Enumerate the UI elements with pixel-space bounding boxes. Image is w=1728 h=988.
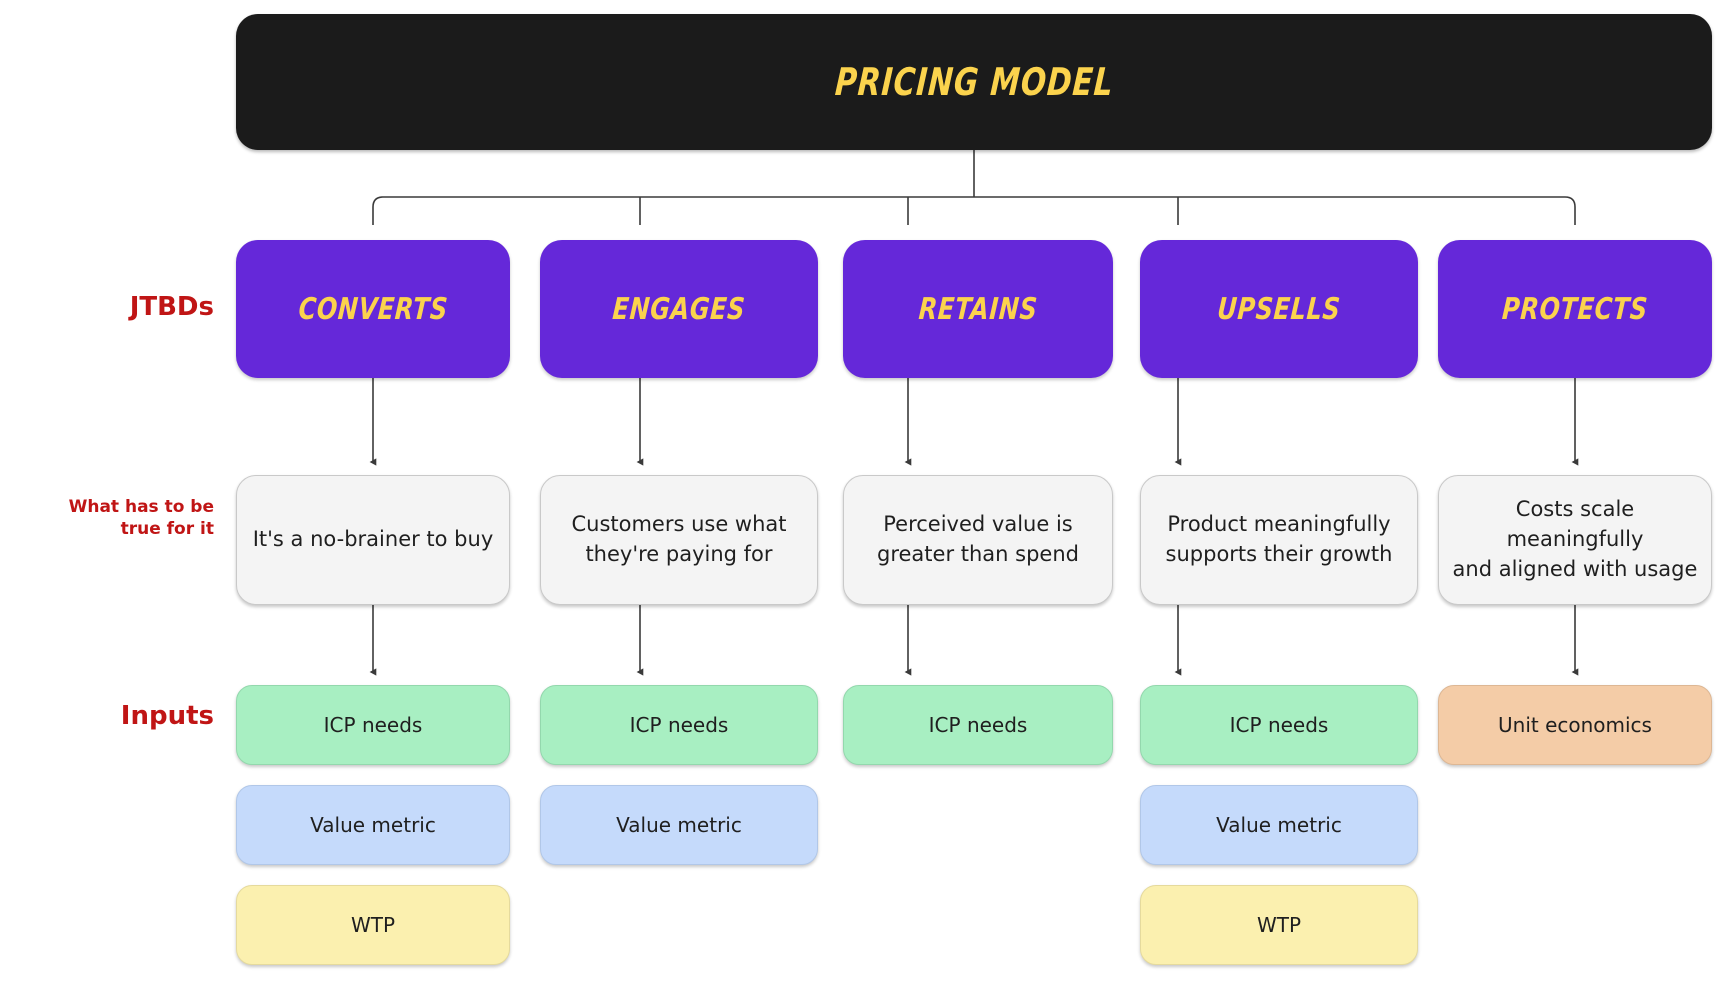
input-box-protects-unit-economics[interactable]: Unit economics xyxy=(1438,685,1712,765)
input-box-converts-icp-needs[interactable]: ICP needs xyxy=(236,685,510,765)
input-label: WTP xyxy=(350,913,396,937)
input-label: WTP xyxy=(1256,913,1302,937)
truth-label: Product meaningfully supports their grow… xyxy=(1156,510,1403,570)
jtbd-label: CONVERTS xyxy=(297,291,449,327)
row-label-line-1: What has to be xyxy=(68,497,214,517)
truth-line-1: Costs scale meaningfully xyxy=(1506,497,1644,552)
input-box-converts-value-metric[interactable]: Value metric xyxy=(236,785,510,865)
input-box-upsells-wtp[interactable]: WTP xyxy=(1140,885,1418,965)
truth-line-1: Customers use what xyxy=(571,512,787,537)
input-box-upsells-value-metric[interactable]: Value metric xyxy=(1140,785,1418,865)
input-label: ICP needs xyxy=(928,713,1028,737)
truth-label: Costs scale meaningfully and aligned wit… xyxy=(1439,495,1711,584)
jtbd-box-converts[interactable]: CONVERTS xyxy=(236,240,510,378)
input-label: ICP needs xyxy=(629,713,729,737)
input-box-engages-icp-needs[interactable]: ICP needs xyxy=(540,685,818,765)
truth-line-2: they're paying for xyxy=(585,542,773,566)
truth-box-engages[interactable]: Customers use what they're paying for xyxy=(540,475,818,605)
pricing-model-title-box: PRICING MODEL xyxy=(236,14,1712,150)
input-label: Value metric xyxy=(1216,813,1342,837)
truth-box-protects[interactable]: Costs scale meaningfully and aligned wit… xyxy=(1438,475,1712,605)
jtbd-label: RETAINS xyxy=(917,291,1039,327)
jtbd-label: PROTECTS xyxy=(1500,291,1650,327)
input-box-retains-icp-needs[interactable]: ICP needs xyxy=(843,685,1113,765)
jtbd-box-engages[interactable]: ENGAGES xyxy=(540,240,818,378)
input-label: Value metric xyxy=(616,813,742,837)
jtbd-box-upsells[interactable]: UPSELLS xyxy=(1140,240,1418,378)
input-box-engages-value-metric[interactable]: Value metric xyxy=(540,785,818,865)
input-label: Unit economics xyxy=(1498,713,1652,737)
truth-box-upsells[interactable]: Product meaningfully supports their grow… xyxy=(1140,475,1418,605)
truth-box-retains[interactable]: Perceived value is greater than spend xyxy=(843,475,1113,605)
jtbd-box-protects[interactable]: PROTECTS xyxy=(1438,240,1712,378)
input-box-upsells-icp-needs[interactable]: ICP needs xyxy=(1140,685,1418,765)
input-box-converts-wtp[interactable]: WTP xyxy=(236,885,510,965)
row-label-inputs: Inputs xyxy=(120,701,214,731)
input-label: ICP needs xyxy=(323,713,423,737)
page-title: PRICING MODEL xyxy=(833,60,1115,104)
truth-line-1: Product meaningfully xyxy=(1167,512,1391,537)
input-label: ICP needs xyxy=(1229,713,1329,737)
truth-line-2: supports their growth xyxy=(1165,542,1393,566)
jtbd-box-retains[interactable]: RETAINS xyxy=(843,240,1113,378)
truth-line-2: greater than spend xyxy=(877,542,1079,566)
row-label-what-has-to-be-true: What has to be true for it xyxy=(0,497,214,541)
jtbd-label: ENGAGES xyxy=(611,291,747,327)
truth-label: Customers use what they're paying for xyxy=(561,510,796,570)
jtbd-label: UPSELLS xyxy=(1216,291,1342,327)
truth-label: Perceived value is greater than spend xyxy=(867,510,1089,570)
row-label-line-2: true for it xyxy=(120,518,214,539)
truth-label: It's a no-brainer to buy xyxy=(252,527,494,552)
input-label: Value metric xyxy=(310,813,436,837)
truth-box-converts[interactable]: It's a no-brainer to buy xyxy=(236,475,510,605)
truth-line-1: Perceived value is xyxy=(883,512,1073,537)
truth-line-2: and aligned with usage xyxy=(1452,556,1698,581)
row-label-jtbds: JTBDs xyxy=(129,292,214,322)
